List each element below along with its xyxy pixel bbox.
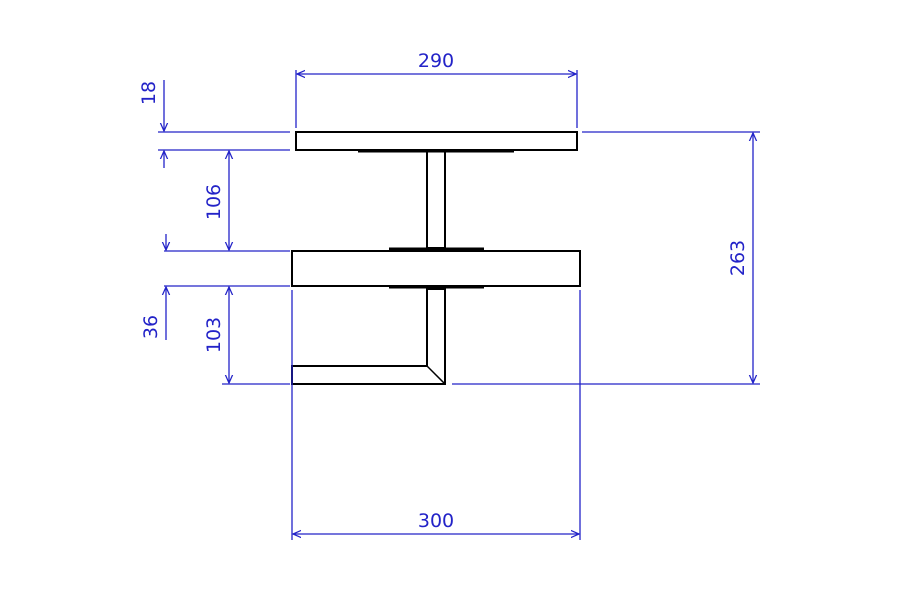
dim-middle-thickness-label: 36	[140, 315, 162, 339]
dim-upper-web: 106	[164, 151, 290, 252]
dim-bottom-width: 300	[291, 290, 581, 540]
dim-lower-web-label: 103	[203, 317, 225, 353]
miter-line	[426, 365, 446, 385]
lower-angle	[291, 288, 446, 385]
top-flange	[295, 131, 578, 151]
dim-top-width: 290	[295, 50, 578, 128]
dim-total-height-label: 263	[727, 240, 749, 276]
dim-total-height: 263	[452, 131, 760, 385]
dim-top-width-label: 290	[418, 50, 454, 72]
middle-flange	[291, 250, 581, 287]
upper-web	[426, 150, 446, 249]
dim-top-thickness-label: 18	[138, 81, 160, 105]
dim-upper-web-label: 106	[203, 184, 225, 220]
dim-top-thickness: 18	[138, 80, 290, 168]
dim-lower-web: 103	[203, 287, 290, 385]
dim-middle-thickness: 36	[140, 234, 290, 340]
dim-bottom-width-label: 300	[418, 510, 454, 532]
dimension-annotations: 290 18 106 36 103	[138, 50, 760, 540]
profile-section	[291, 131, 581, 385]
